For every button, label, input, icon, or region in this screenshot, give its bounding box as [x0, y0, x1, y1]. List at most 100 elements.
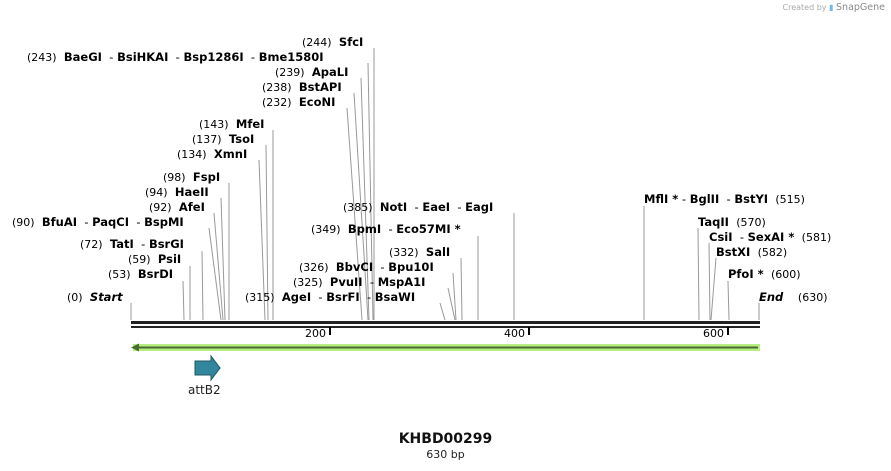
- leader-line-bfuai: [208, 227, 222, 321]
- enzyme-name: FspI: [192, 170, 221, 184]
- site-position: (515): [775, 193, 805, 206]
- start-marker: Start: [89, 290, 123, 304]
- ruler-label-200: 200: [305, 327, 326, 340]
- site-label-bbvci[interactable]: (326) BbvCI - Bpu10I: [299, 260, 434, 274]
- enzyme-name: AgeI: [281, 290, 312, 304]
- leader-line-pfoi: [727, 280, 730, 321]
- enzyme-name: BglII: [689, 192, 720, 206]
- site-label-sali[interactable]: (332) SalI: [389, 245, 450, 260]
- leader-line-xmni: [258, 159, 266, 321]
- attb2-feature-arrow-icon[interactable]: [194, 354, 221, 382]
- site-position: (325): [293, 276, 323, 289]
- enzyme-name: PfoI *: [728, 267, 764, 281]
- enzyme-name: BsaWI: [374, 290, 416, 304]
- dna-backbone-top-strand: [131, 321, 760, 324]
- site-position: (581): [801, 231, 832, 244]
- site-position: (134): [177, 148, 207, 161]
- leader-line-bstxi: [710, 257, 717, 321]
- site-label-tsoi[interactable]: (137) TsoI: [192, 132, 254, 147]
- sequence-title: KHBD00299: [398, 431, 493, 447]
- leader-line-taqii: [697, 227, 700, 321]
- site-position: (570): [736, 216, 766, 229]
- site-label-pfoi[interactable]: PfoI * (600): [728, 267, 801, 282]
- sequence-length: 630 bp: [426, 448, 465, 461]
- leader-line-bbvci: [452, 272, 457, 321]
- site-label-bpmi[interactable]: (349) BpmI - Eco57MI *: [311, 222, 461, 236]
- leader-line-pvuii: [447, 287, 456, 321]
- enzyme-name: MfeI: [235, 117, 265, 131]
- enzyme-name: BbvCI: [335, 260, 374, 274]
- site-position: (72): [80, 238, 103, 251]
- site-position: (332): [389, 246, 419, 259]
- site-label-agei[interactable]: (315) AgeI - BsrFI - BsaWI: [245, 290, 416, 304]
- site-position: (53): [108, 268, 131, 281]
- site-position: (243): [27, 51, 57, 64]
- credit-brand: SnapGene: [836, 2, 885, 13]
- enzyme-name: HaeII: [174, 185, 209, 199]
- site-position: (326): [299, 261, 329, 274]
- site-label-end[interactable]: End (630): [759, 290, 828, 305]
- enzyme-name: NotI: [379, 200, 408, 214]
- leader-line-bstapi: [353, 92, 369, 321]
- leader-lines: [130, 48, 760, 321]
- site-label-econi[interactable]: (232) EcoNI: [262, 95, 335, 110]
- site-label-sfci[interactable]: (244) SfcI: [302, 35, 363, 50]
- enzyme-name: MflI *: [644, 192, 679, 206]
- enzyme-name: SexAI *: [747, 230, 795, 244]
- enzyme-name: Bme1580I: [258, 50, 324, 64]
- site-label-mfei[interactable]: (143) MfeI: [199, 117, 264, 132]
- enzyme-name: BsrDI: [137, 267, 174, 281]
- enzyme-name: ApaLI: [311, 65, 349, 79]
- site-position: (315): [245, 291, 275, 304]
- enzyme-name: BpmI: [347, 222, 382, 236]
- leader-line-sali: [460, 257, 463, 321]
- enzyme-name: PaqCI: [92, 215, 130, 229]
- enzyme-name: BsrFI: [326, 290, 360, 304]
- site-label-baegi[interactable]: (243) BaeGI - BsiHKAI - Bsp1286I - Bme15…: [27, 50, 324, 64]
- site-label-bstxi[interactable]: BstXI (582): [716, 245, 787, 260]
- leader-line-econi: [346, 107, 363, 321]
- enzyme-name: SfcI: [338, 35, 364, 49]
- site-label-psii[interactable]: (59) PsiI: [128, 252, 181, 267]
- site-position: (92): [149, 201, 172, 214]
- site-label-bsrdi[interactable]: (53) BsrDI: [108, 267, 173, 282]
- leader-line-csii: [708, 242, 711, 321]
- leader-line-baegi: [367, 62, 374, 321]
- enzyme-name: CsiI: [709, 230, 733, 244]
- feature-label-attb2[interactable]: attB2: [188, 383, 221, 397]
- site-label-start[interactable]: (0) Start: [67, 290, 123, 305]
- site-label-tati[interactable]: (72) TatI - BsrGI: [80, 237, 184, 251]
- enzyme-name: TaqII: [698, 215, 729, 229]
- site-label-fspi[interactable]: (98) FspI: [163, 170, 220, 185]
- enzyme-name: MspA1I: [377, 275, 426, 289]
- site-label-haeii[interactable]: (94) HaeII: [145, 185, 209, 200]
- leader-line-bsrdi: [182, 280, 185, 321]
- site-label-afei[interactable]: (92) AfeI: [149, 200, 205, 215]
- enzyme-name: Bpu10I: [388, 260, 434, 274]
- site-position: (600): [770, 268, 801, 281]
- end-marker: End: [759, 290, 784, 304]
- site-label-bstapi[interactable]: (238) BstAPI: [262, 80, 342, 95]
- leader-line-afei: [213, 212, 224, 321]
- enzyme-name: XmnI: [213, 147, 248, 161]
- site-position: (143): [199, 118, 229, 131]
- site-label-apali[interactable]: (239) ApaLI: [275, 65, 348, 80]
- site-position: (238): [262, 81, 292, 94]
- site-label-csii[interactable]: CsiI - SexAI * (581): [709, 230, 832, 244]
- snapgene-credit: Created by ▮ SnapGene: [783, 2, 886, 13]
- site-label-mfli[interactable]: MflI * - BglII - BstYI (515): [644, 192, 805, 206]
- snapgene-logo-icon: ▮: [829, 3, 834, 12]
- enzyme-name: EagI: [465, 200, 494, 214]
- enzyme-name: BsiHKAI: [117, 50, 169, 64]
- site-position: (239): [275, 66, 305, 79]
- site-label-pvuii[interactable]: (325) PvuII - MspA1I: [293, 275, 426, 289]
- ruler-label-600: 600: [703, 327, 724, 340]
- site-label-noti[interactable]: (385) NotI - EaeI - EagI: [343, 200, 494, 214]
- enzyme-name: TsoI: [228, 132, 255, 146]
- site-position: (137): [192, 133, 222, 146]
- enzyme-name: SalI: [425, 245, 451, 259]
- site-position: (582): [757, 246, 788, 259]
- site-label-bfuai[interactable]: (90) BfuAI - PaqCI - BspMI: [12, 215, 184, 229]
- site-label-xmni[interactable]: (134) XmnI: [177, 147, 247, 162]
- site-label-taqii[interactable]: TaqII (570): [698, 215, 766, 230]
